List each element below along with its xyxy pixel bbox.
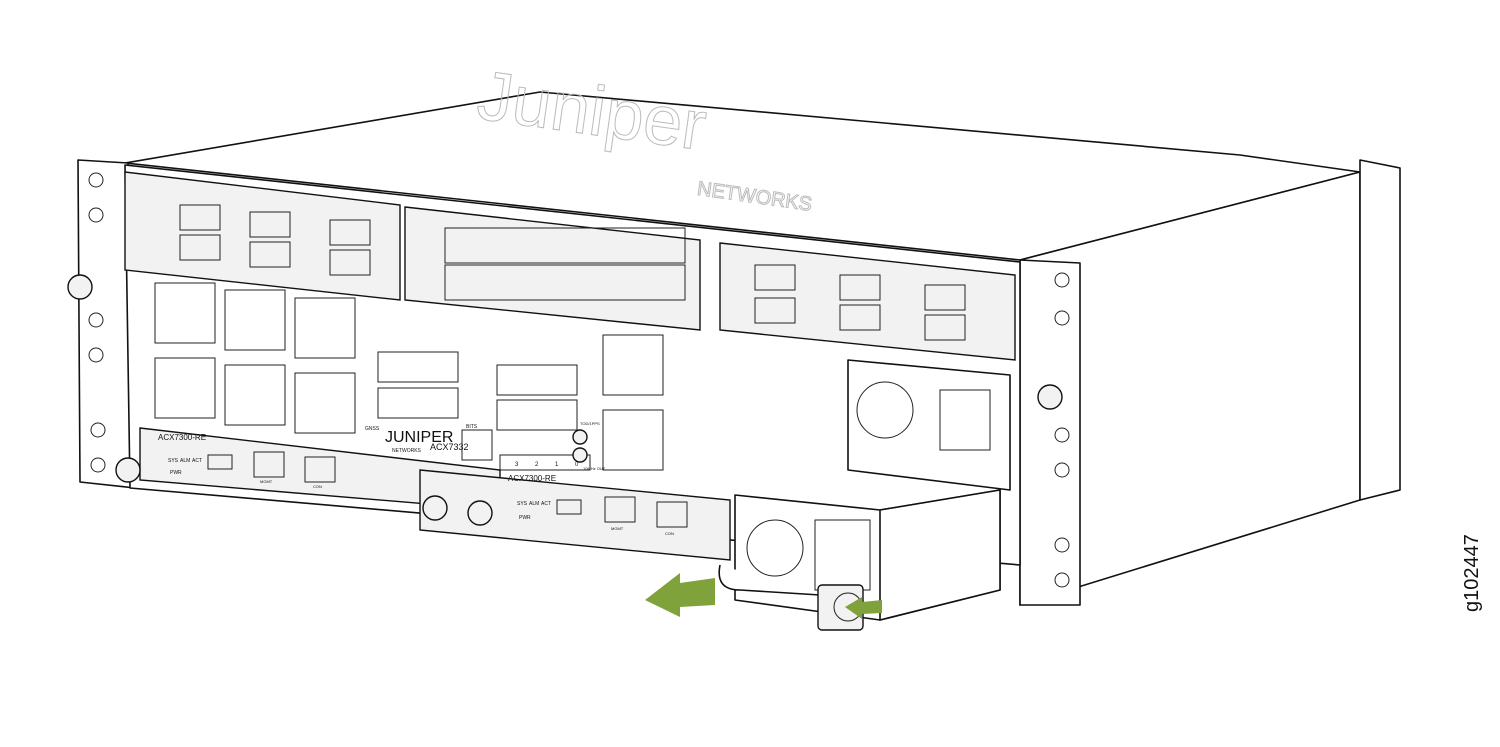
routing-engine-2[interactable]	[419, 469, 731, 561]
figure-id: g102447	[1461, 534, 1483, 612]
out-label: 10MHz OUT	[583, 466, 606, 471]
re-ejector-knobs[interactable]	[115, 457, 493, 526]
re1-label: ACX7300-RE	[158, 433, 206, 442]
chassis-top	[124, 91, 1361, 261]
tod-connector[interactable]	[572, 429, 588, 445]
svg-text:1: 1	[555, 462, 559, 468]
re2-con-label: CON	[665, 531, 674, 536]
svg-text:2: 2	[535, 462, 539, 468]
brand-logo: JUNIPER	[385, 429, 453, 446]
svg-text:0: 0	[575, 462, 579, 468]
re2-led-sys: SYS	[517, 501, 528, 507]
qsfp-ports[interactable]	[154, 282, 664, 471]
re2-led-act: ACT	[541, 501, 551, 507]
psu-side	[879, 489, 1001, 621]
rear-ear	[1359, 159, 1401, 501]
bits-label: BITS	[466, 424, 478, 430]
re1-mgmt-label: MGMT	[260, 479, 273, 484]
re1-con-label: CON	[313, 484, 322, 489]
card-ports[interactable]	[179, 204, 966, 341]
press-arrow-icon	[845, 597, 882, 619]
power-supply-installed[interactable]	[847, 359, 1011, 491]
psu2-fan-icon	[746, 519, 804, 577]
re2-mgmt-port[interactable]	[604, 496, 636, 523]
re1-con-port[interactable]	[304, 456, 336, 483]
re1-mgmt-port[interactable]	[253, 451, 285, 478]
re2-usb[interactable]	[556, 499, 582, 515]
psu-handle[interactable]	[718, 564, 821, 596]
re2-led-pwr: PWR	[519, 515, 531, 521]
re2-mgmt-label: MGMT	[611, 526, 624, 531]
brand-sub: NETWORKS	[392, 448, 422, 454]
re2-con-port[interactable]	[656, 501, 688, 528]
right-ear-holes	[1054, 272, 1070, 588]
10mhz-connector[interactable]	[572, 447, 588, 463]
re1-usb[interactable]	[207, 454, 233, 470]
re2-led-alm: ALM	[529, 501, 539, 507]
line-card-2[interactable]	[404, 206, 701, 331]
re1-led-sys: SYS	[168, 458, 179, 464]
re1-led-alm: ALM	[180, 458, 190, 464]
re1-led-pwr: PWR	[170, 470, 182, 476]
psu-power-inlet[interactable]	[939, 389, 991, 451]
timing-leds: 3 2 1 0	[499, 454, 591, 471]
re1-led-act: ACT	[192, 458, 202, 464]
bits-port[interactable]	[461, 429, 493, 461]
pull-arrow-icon	[645, 573, 715, 617]
psu-fan-icon	[856, 381, 914, 439]
right-rack-ear	[1019, 259, 1081, 606]
line-card-1[interactable]	[124, 171, 401, 301]
captive-screw[interactable]	[67, 274, 93, 300]
ear-holes	[88, 172, 106, 473]
gnss-label: GNSS	[365, 426, 380, 432]
tod-label: TOD/1PPS	[580, 421, 600, 426]
captive-screw-right[interactable]	[1037, 384, 1063, 410]
line-card-3[interactable]	[719, 242, 1016, 361]
re2-label: ACX7300-RE	[508, 474, 556, 483]
svg-text:3: 3	[515, 462, 519, 468]
model-label: ACX7332	[430, 442, 469, 452]
